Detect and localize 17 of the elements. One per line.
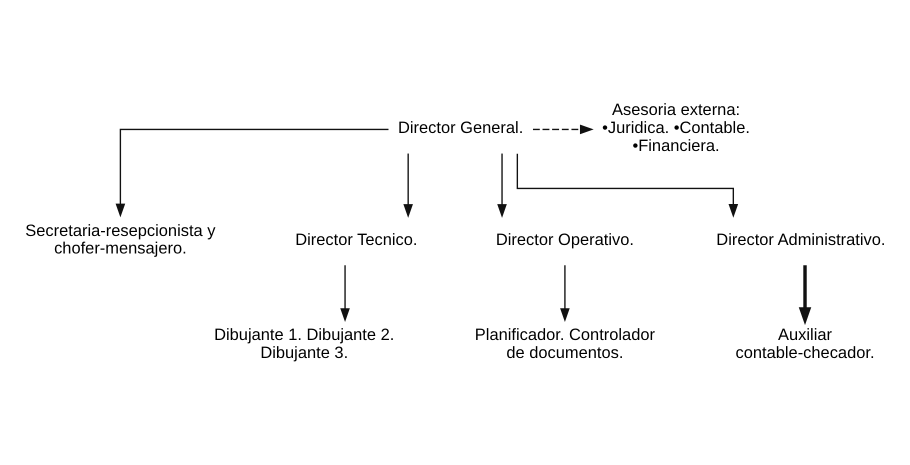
arrow <box>532 124 594 134</box>
arrow <box>115 128 388 217</box>
arrow <box>560 264 570 322</box>
arrow <box>798 264 811 325</box>
node-text: Director Tecnico. <box>294 230 417 248</box>
node-text: Director Administrativo. <box>716 230 885 248</box>
node-text: Asesoria externa: •Juridica. •Contable. •Financiera. <box>602 100 750 154</box>
node-text: Auxiliar contable-checador. <box>734 326 874 362</box>
node-text: Secretaria-resepcionista y chofer-mensajero. <box>24 221 216 258</box>
arrow <box>516 153 738 218</box>
arrow <box>496 153 506 218</box>
node-text: Dibujante 1. Dibujante 2. Dibujante 3. <box>214 326 394 362</box>
node-text: Director Operativo. <box>495 230 634 248</box>
arrow <box>340 264 350 322</box>
node-text: Planificador. Controlador de documentos. <box>474 326 655 362</box>
arrow <box>402 153 412 218</box>
node-text: Director General. <box>398 118 523 136</box>
